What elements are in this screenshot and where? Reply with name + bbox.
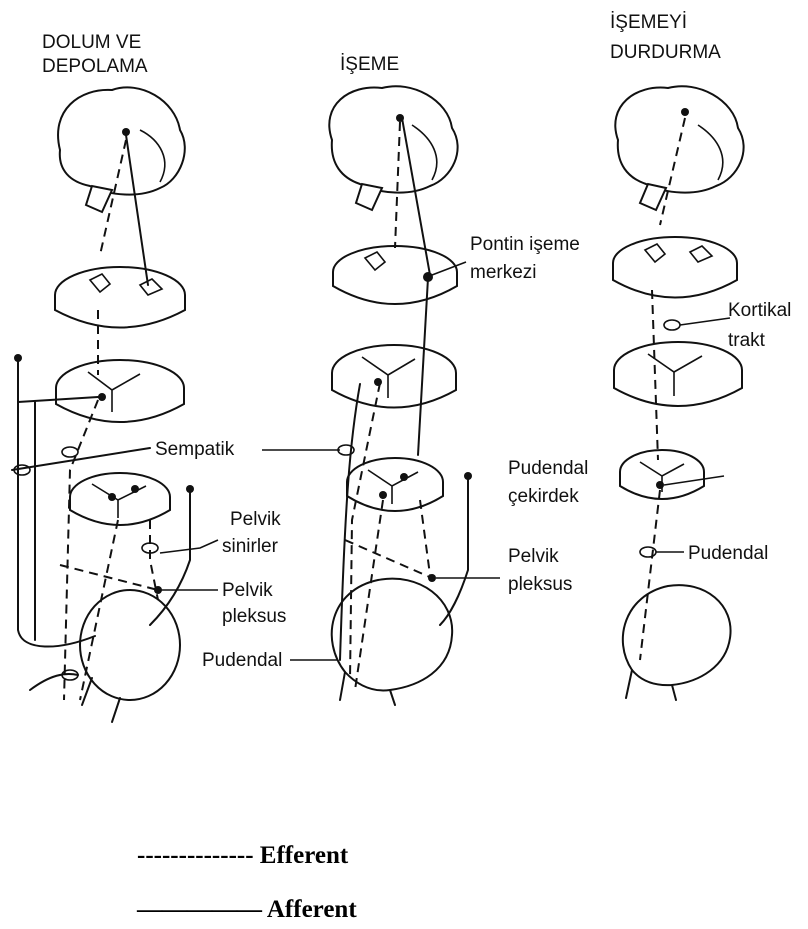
col3-pons bbox=[613, 237, 737, 298]
col3-cord-lower bbox=[620, 450, 704, 499]
col2-cord-lower bbox=[347, 458, 472, 511]
label-pudendal-cekirdek-2: çekirdek bbox=[508, 486, 579, 507]
label-pelvik-sinirler-2: sinirler bbox=[222, 536, 279, 557]
col3-title-line1: İŞEMEYİ bbox=[610, 12, 687, 33]
legend-afferent: ————— Afferent bbox=[137, 896, 357, 924]
col2-pons bbox=[333, 246, 457, 304]
label-kortikal-1: Kortikal bbox=[728, 300, 791, 321]
col1-pons bbox=[55, 267, 185, 328]
col1-cord-upper bbox=[56, 360, 184, 422]
label-pelvik-pleksus-a2: pleksus bbox=[222, 606, 286, 627]
col1-title-line2: DEPOLAMA bbox=[42, 56, 148, 77]
col1-brain bbox=[58, 87, 185, 212]
col1-title-line1: DOLUM VE bbox=[42, 32, 141, 53]
label-pontin-2: merkezi bbox=[470, 262, 537, 283]
label-pelvik-pleksus-b1: Pelvik bbox=[508, 546, 559, 567]
col3-title-line2: DURDURMA bbox=[610, 42, 721, 63]
label-pelvik-pleksus-b2: pleksus bbox=[508, 574, 572, 595]
col3-brain bbox=[615, 86, 743, 210]
col1-bladder bbox=[80, 590, 180, 722]
label-pelvik-sinirler-1: Pelvik bbox=[230, 509, 281, 530]
label-pontin-1: Pontin işeme bbox=[470, 234, 580, 255]
label-pudendal-mid: Pudendal bbox=[202, 650, 282, 671]
label-pelvik-pleksus-a1: Pelvik bbox=[222, 580, 273, 601]
label-kortikal-2: trakt bbox=[728, 330, 766, 351]
col3-bladder bbox=[623, 585, 731, 700]
col1-cord-lower bbox=[70, 473, 194, 525]
col2-cord-upper bbox=[332, 345, 456, 408]
label-pudendal-right: Pudendal bbox=[688, 543, 768, 564]
legend-efferent: -------------- Efferent bbox=[137, 842, 348, 870]
label-sempatik: Sempatik bbox=[155, 439, 235, 460]
label-pudendal-cekirdek-1: Pudendal bbox=[508, 458, 588, 479]
col2-title: İŞEME bbox=[340, 54, 399, 75]
col2-brain bbox=[329, 86, 457, 210]
col3-cord-upper bbox=[614, 342, 742, 406]
